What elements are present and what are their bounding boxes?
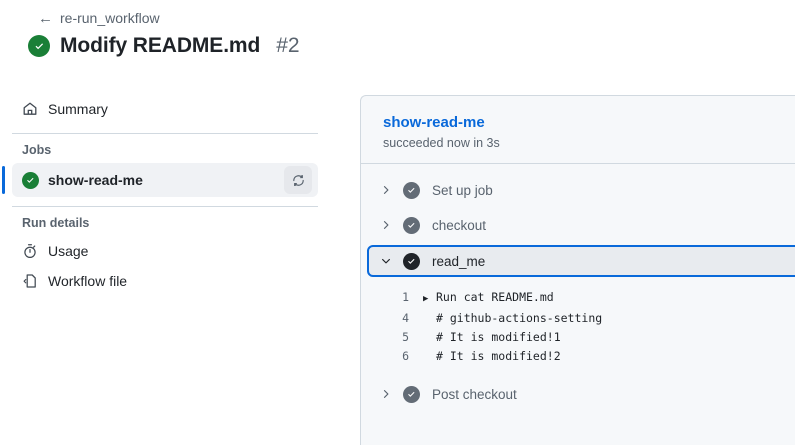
log-line: 5 # It is modified!1	[361, 328, 795, 347]
log-line-text: # github-actions-setting	[436, 311, 603, 325]
step-row-read-me[interactable]: read_me	[367, 245, 795, 277]
log-line-number: 5	[402, 330, 409, 344]
workflow-file-icon	[22, 273, 38, 289]
log-line-text: # It is modified!2	[436, 349, 561, 363]
sidebar-item-summary[interactable]: Summary	[12, 94, 318, 124]
sidebar-section-run-details: Run details	[22, 216, 90, 230]
log-line-text: Run cat README.md	[436, 290, 554, 304]
breadcrumb-label: re-run_workflow	[60, 10, 160, 26]
sidebar-item-label: Usage	[48, 243, 89, 259]
step-label: read_me	[432, 253, 486, 269]
sidebar-divider-top	[12, 133, 318, 134]
step-label: Set up job	[432, 182, 493, 198]
check-circle-icon	[403, 385, 420, 403]
arrow-left-icon: ←	[38, 9, 53, 27]
job-log-panel: show-read-me succeeded now in 3s Set up …	[360, 95, 795, 445]
step-row-set-up-job[interactable]: Set up job	[367, 175, 795, 205]
log-line: 1 ▶ Run cat README.md	[361, 288, 795, 309]
selected-indicator-bar	[2, 166, 5, 194]
check-circle-icon	[403, 181, 420, 199]
job-status-text: succeeded now in 3s	[383, 136, 500, 150]
log-output[interactable]: 1 ▶ Run cat README.md 4 # github-actions…	[361, 282, 795, 374]
home-icon	[22, 101, 38, 117]
sidebar-divider-bottom	[12, 206, 318, 207]
log-line-number: 6	[402, 349, 409, 363]
chevron-right-icon	[379, 387, 393, 401]
chevron-right-icon	[379, 183, 393, 197]
log-line-number: 4	[402, 311, 409, 325]
sidebar-item-workflow-file[interactable]: Workflow file	[12, 266, 318, 296]
log-line-text: # It is modified!1	[436, 330, 561, 344]
step-row-checkout[interactable]: checkout	[367, 210, 795, 240]
breadcrumb-back-link[interactable]: ← re-run_workflow	[38, 10, 160, 26]
stopwatch-icon	[22, 243, 38, 259]
log-line: 6 # It is modified!2	[361, 347, 795, 366]
expand-caret-icon: ▶	[423, 294, 429, 304]
step-row-post-checkout[interactable]: Post checkout	[367, 379, 795, 409]
chevron-right-icon	[379, 218, 393, 232]
step-label: checkout	[432, 217, 487, 233]
steps-list: Set up job checkout	[361, 164, 795, 409]
log-line-number: 1	[402, 290, 409, 304]
log-line: 4 # github-actions-setting	[361, 309, 795, 328]
job-panel-header: show-read-me succeeded now in 3s	[361, 96, 795, 164]
rerun-job-button[interactable]	[284, 166, 312, 194]
check-circle-icon	[403, 216, 420, 234]
check-circle-icon	[28, 35, 50, 57]
sidebar-item-label: Summary	[48, 101, 108, 117]
sidebar-section-jobs: Jobs	[22, 143, 52, 157]
step-label: Post checkout	[432, 386, 517, 402]
chevron-down-icon	[379, 254, 393, 268]
sidebar-item-usage[interactable]: Usage	[12, 236, 318, 266]
run-number: #2	[276, 34, 300, 57]
page-title: Modify README.md	[60, 34, 261, 57]
sidebar: Summary Jobs show-read-me Run details	[0, 94, 330, 434]
job-label: show-read-me	[48, 172, 143, 188]
run-header: ← re-run_workflow Modify README.md #2	[0, 0, 795, 86]
sidebar-item-label: Workflow file	[48, 273, 128, 289]
check-circle-icon	[22, 171, 39, 189]
sidebar-item-job-show-read-me[interactable]: show-read-me	[2, 163, 318, 197]
job-panel-title-link[interactable]: show-read-me	[383, 114, 485, 131]
run-title-row: Modify README.md #2	[28, 34, 300, 58]
check-circle-icon	[403, 252, 420, 270]
